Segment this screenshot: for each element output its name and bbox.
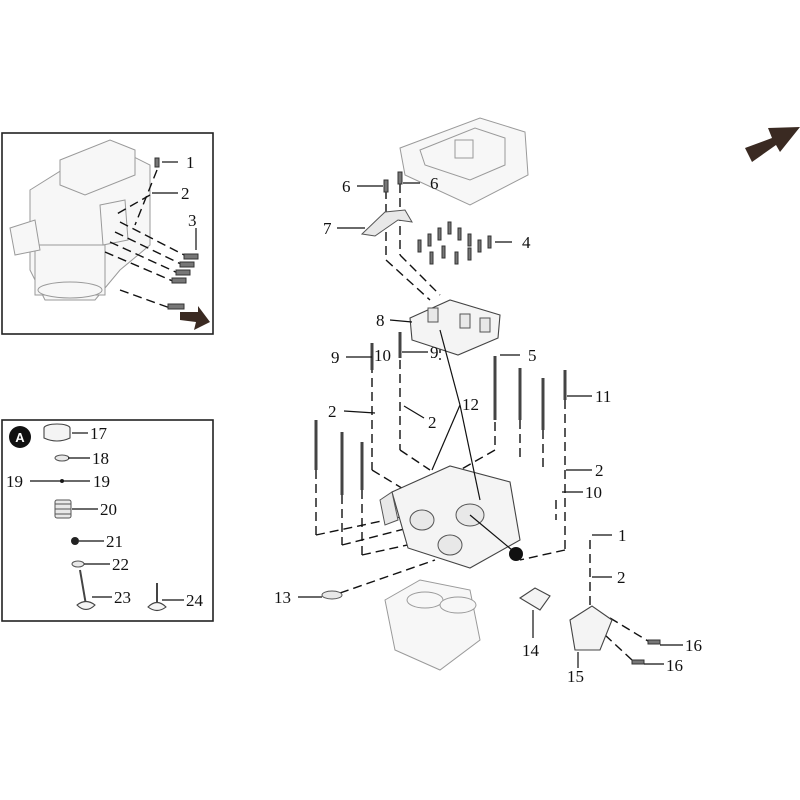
callout-13: 13 — [274, 588, 291, 607]
callout-2-mid: 2 — [428, 413, 437, 432]
bolt-lines-inset — [104, 169, 191, 309]
main-leader-lines — [298, 182, 683, 668]
callout-11: 11 — [595, 387, 611, 406]
callout-19-left: 19 — [6, 472, 23, 491]
callout-2-left: 2 — [328, 402, 337, 421]
main-callouts: 6 6 7 4 8 9 10 9 5 11 12 2 2 2 10 1 2 13… — [274, 174, 702, 686]
timing-guide — [360, 209, 413, 237]
callout-4: 4 — [522, 233, 531, 252]
callout-24: 24 — [186, 591, 204, 610]
badge-a — [9, 426, 31, 448]
direction-arrow-icon — [745, 127, 800, 162]
callout-9-left: 9 — [331, 348, 340, 367]
badge-a-label: A — [15, 430, 25, 445]
callout-23: 23 — [114, 588, 131, 607]
callout-5: 5 — [528, 346, 537, 365]
callout-14: 14 — [522, 641, 540, 660]
callout-3: 3 — [188, 211, 197, 230]
callout-9-right: 9 — [430, 343, 439, 362]
callout-17: 17 — [90, 424, 108, 443]
callout-6-right: 6 — [430, 174, 439, 193]
cylinder-head — [379, 465, 521, 569]
cylinder-block — [384, 579, 481, 671]
head-bolts — [314, 332, 567, 495]
valve-components — [43, 423, 167, 612]
valve-detail-inset: A 17 18 19 19 20 21 — [1, 419, 214, 622]
engine-block-illustration — [9, 139, 151, 301]
callout-10-right: 10 — [585, 483, 602, 502]
callout-22: 22 — [112, 555, 129, 574]
callout-12: 12 — [462, 395, 479, 414]
callout-2: 2 — [181, 184, 190, 203]
callout-2-right: 2 — [595, 461, 604, 480]
valve-cover — [399, 117, 529, 206]
cam-carrier — [409, 299, 501, 356]
badge-a — [509, 547, 523, 561]
callout-21: 21 — [106, 532, 123, 551]
thermostat-and-housing — [321, 587, 661, 665]
cam-bolts — [383, 171, 492, 265]
main-dashed-leaders — [315, 184, 649, 661]
callout-18: 18 — [92, 449, 109, 468]
engine-overview-inset: 1 2 3 — [1, 132, 214, 335]
callout-19-right: 19 — [93, 472, 110, 491]
callout-8: 8 — [376, 311, 385, 330]
inset-bolts — [154, 157, 199, 310]
callout-10-left: 10 — [374, 346, 391, 365]
callout-6-left: 6 — [342, 177, 351, 196]
callout-1: 1 — [186, 153, 195, 172]
callout-7: 7 — [323, 219, 332, 238]
callout-2-lower: 2 — [617, 568, 626, 587]
callout-15: 15 — [567, 667, 584, 686]
callout-16-upper: 16 — [685, 636, 702, 655]
direction-arrow-icon — [180, 306, 210, 330]
callout-20: 20 — [100, 500, 117, 519]
callout-1-right: 1 — [618, 526, 627, 545]
callout-16-lower: 16 — [666, 656, 683, 675]
